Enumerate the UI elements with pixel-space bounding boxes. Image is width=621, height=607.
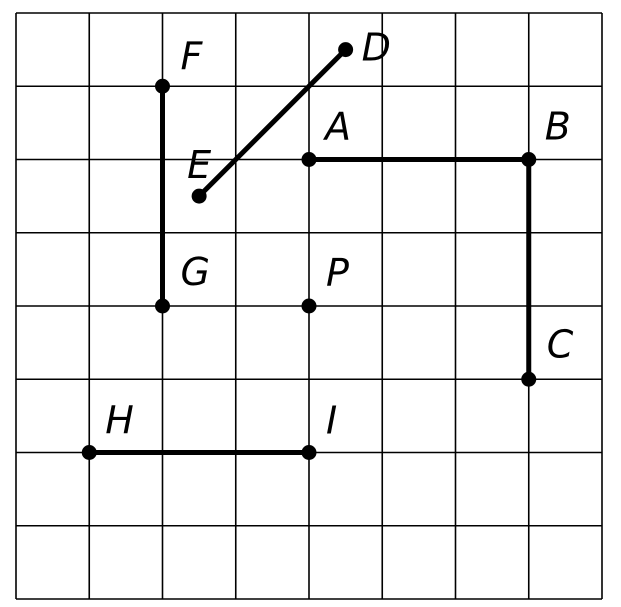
label-g: G xyxy=(181,250,210,294)
point-d xyxy=(338,42,354,58)
label-d: D xyxy=(362,26,391,70)
point-a xyxy=(301,152,317,167)
point-c xyxy=(521,371,537,387)
label-i: I xyxy=(326,399,337,443)
point-labels: A B C D E F G P H I xyxy=(105,26,574,443)
label-p: P xyxy=(326,251,349,295)
segments xyxy=(86,47,532,455)
label-c: C xyxy=(547,322,574,366)
point-p xyxy=(301,298,317,314)
point-f xyxy=(155,78,170,94)
point-b xyxy=(521,152,537,167)
segment-ed xyxy=(196,47,349,199)
label-a: A xyxy=(322,105,351,149)
points xyxy=(81,42,537,460)
label-b: B xyxy=(545,105,571,149)
label-h: H xyxy=(105,399,134,443)
label-e: E xyxy=(187,143,211,187)
point-i xyxy=(301,445,317,460)
point-e xyxy=(191,188,207,204)
label-f: F xyxy=(181,34,204,78)
point-h xyxy=(81,445,97,460)
point-g xyxy=(155,298,170,314)
